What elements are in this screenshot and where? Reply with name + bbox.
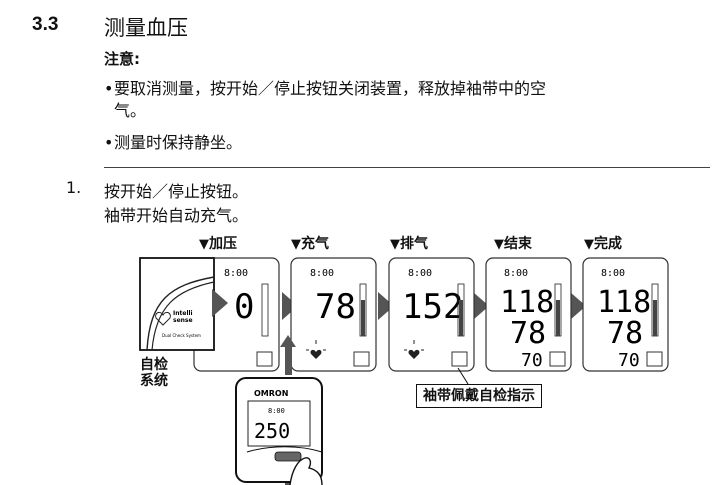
down-triangle-icon: ▼ (390, 237, 400, 252)
device-link-shaft (285, 345, 292, 375)
bullet-text: 要取消测量，按开始／停止按钮关闭装置，释放掉袖带中的空 (114, 79, 547, 98)
flow-arrow-icon (282, 292, 298, 320)
lcd-time: 8:00 (504, 268, 528, 279)
note-bullet-cancel: •要取消测量，按开始／停止按钮关闭装置，释放掉袖带中的空 气。 (104, 78, 710, 122)
stage-label-pressurize: ▼加压 (199, 236, 237, 252)
down-triangle-icon: ▼ (584, 237, 594, 252)
flow-arrow-icon (473, 292, 489, 320)
blood-pressure-monitor: OMRON 8:00 250 (235, 377, 323, 485)
intellisense-brand-2: sense (173, 317, 193, 324)
step-description: 袖带开始自动充气。 (104, 206, 249, 225)
bullet-dot: • (104, 79, 114, 98)
section-title: 测量血压 (104, 16, 188, 40)
stage-label-deflate: ▼排气 (390, 236, 428, 252)
lcd-time: 8:00 (310, 268, 334, 279)
bullet-text: 测量时保持静坐。 (114, 133, 243, 152)
stage-label-complete: ▼完成 (584, 236, 622, 252)
cuff-ok-icon (353, 351, 370, 367)
lcd-pulse: 70 (618, 350, 640, 371)
lcd-screen-end: 8:00 118 78 70 (485, 257, 572, 372)
flow-arrow-icon (212, 289, 228, 317)
lcd-screen-pressurize: 8:00 0 (193, 257, 280, 372)
lcd-screen-deflate: 8:00 152 (388, 257, 475, 372)
step-instruction: 按开始／停止按钮。 (104, 182, 249, 201)
lcd-systolic: 118 (597, 285, 651, 320)
heart-icon (155, 311, 171, 326)
up-arrow-icon (280, 335, 296, 347)
heartbeat-icon (306, 340, 326, 359)
pressure-bar-fill (653, 300, 657, 336)
heartbeat-icon (404, 340, 424, 359)
device-value: 250 (254, 419, 290, 443)
cuff-ok-icon (646, 351, 663, 367)
note-title: 注意: (104, 50, 140, 68)
intellisense-brand-1: Intelli (173, 310, 193, 317)
lcd-pressure: 152 (402, 287, 463, 327)
bullet-dot: • (104, 133, 114, 152)
lcd-time: 8:00 (224, 268, 248, 279)
lcd-screen-inflate: 8:00 78 (290, 257, 377, 372)
down-triangle-icon: ▼ (291, 237, 301, 252)
flow-arrow-icon (570, 292, 586, 320)
down-triangle-icon: ▼ (199, 237, 209, 252)
intellisense-caption: Dual Check System (162, 333, 201, 338)
lcd-pulse: 70 (521, 350, 543, 371)
lcd-time: 8:00 (408, 268, 432, 279)
start-stop-button[interactable] (274, 451, 302, 462)
lcd-diastolic: 78 (607, 316, 643, 351)
lcd-systolic: 118 (500, 285, 554, 320)
cuff-wrap-indicator-callout: 袖带佩戴自检指示 (416, 384, 542, 408)
lcd-screen-complete: 8:00 118 78 70 (582, 257, 669, 372)
bullet-text-cont: 气。 (114, 101, 147, 120)
pressure-bar-fill (459, 300, 463, 336)
lcd-pressure: 0 (234, 287, 254, 327)
flow-arrow-icon (378, 292, 394, 320)
finger-icon (289, 457, 323, 485)
lcd-pressure: 78 (315, 287, 356, 327)
pressure-bar-fill (361, 300, 365, 336)
cuff-ok-icon (549, 351, 566, 367)
self-check-label: 自检 系统 (140, 357, 168, 389)
section-number: 3.3 (32, 14, 59, 35)
stage-label-end: ▼结束 (494, 236, 532, 252)
device-brand: OMRON (254, 389, 288, 398)
lcd-diastolic: 78 (510, 316, 546, 351)
pressure-bar-frame (261, 283, 269, 337)
pressure-bar-fill (556, 300, 560, 336)
cuff-ok-icon (451, 351, 468, 367)
lcd-time: 8:00 (601, 268, 625, 279)
callout-leader (457, 367, 469, 385)
cuff-indicator-box (256, 351, 273, 367)
device-time: 8:00 (268, 407, 285, 415)
note-bullet-sit-still: •测量时保持静坐。 (104, 132, 710, 154)
down-triangle-icon: ▼ (494, 237, 504, 252)
divider (104, 167, 710, 168)
intellisense-card: Intelli sense Dual Check System (139, 257, 215, 351)
step-number: 1. (66, 178, 82, 197)
stage-label-inflate: ▼充气 (291, 236, 329, 252)
